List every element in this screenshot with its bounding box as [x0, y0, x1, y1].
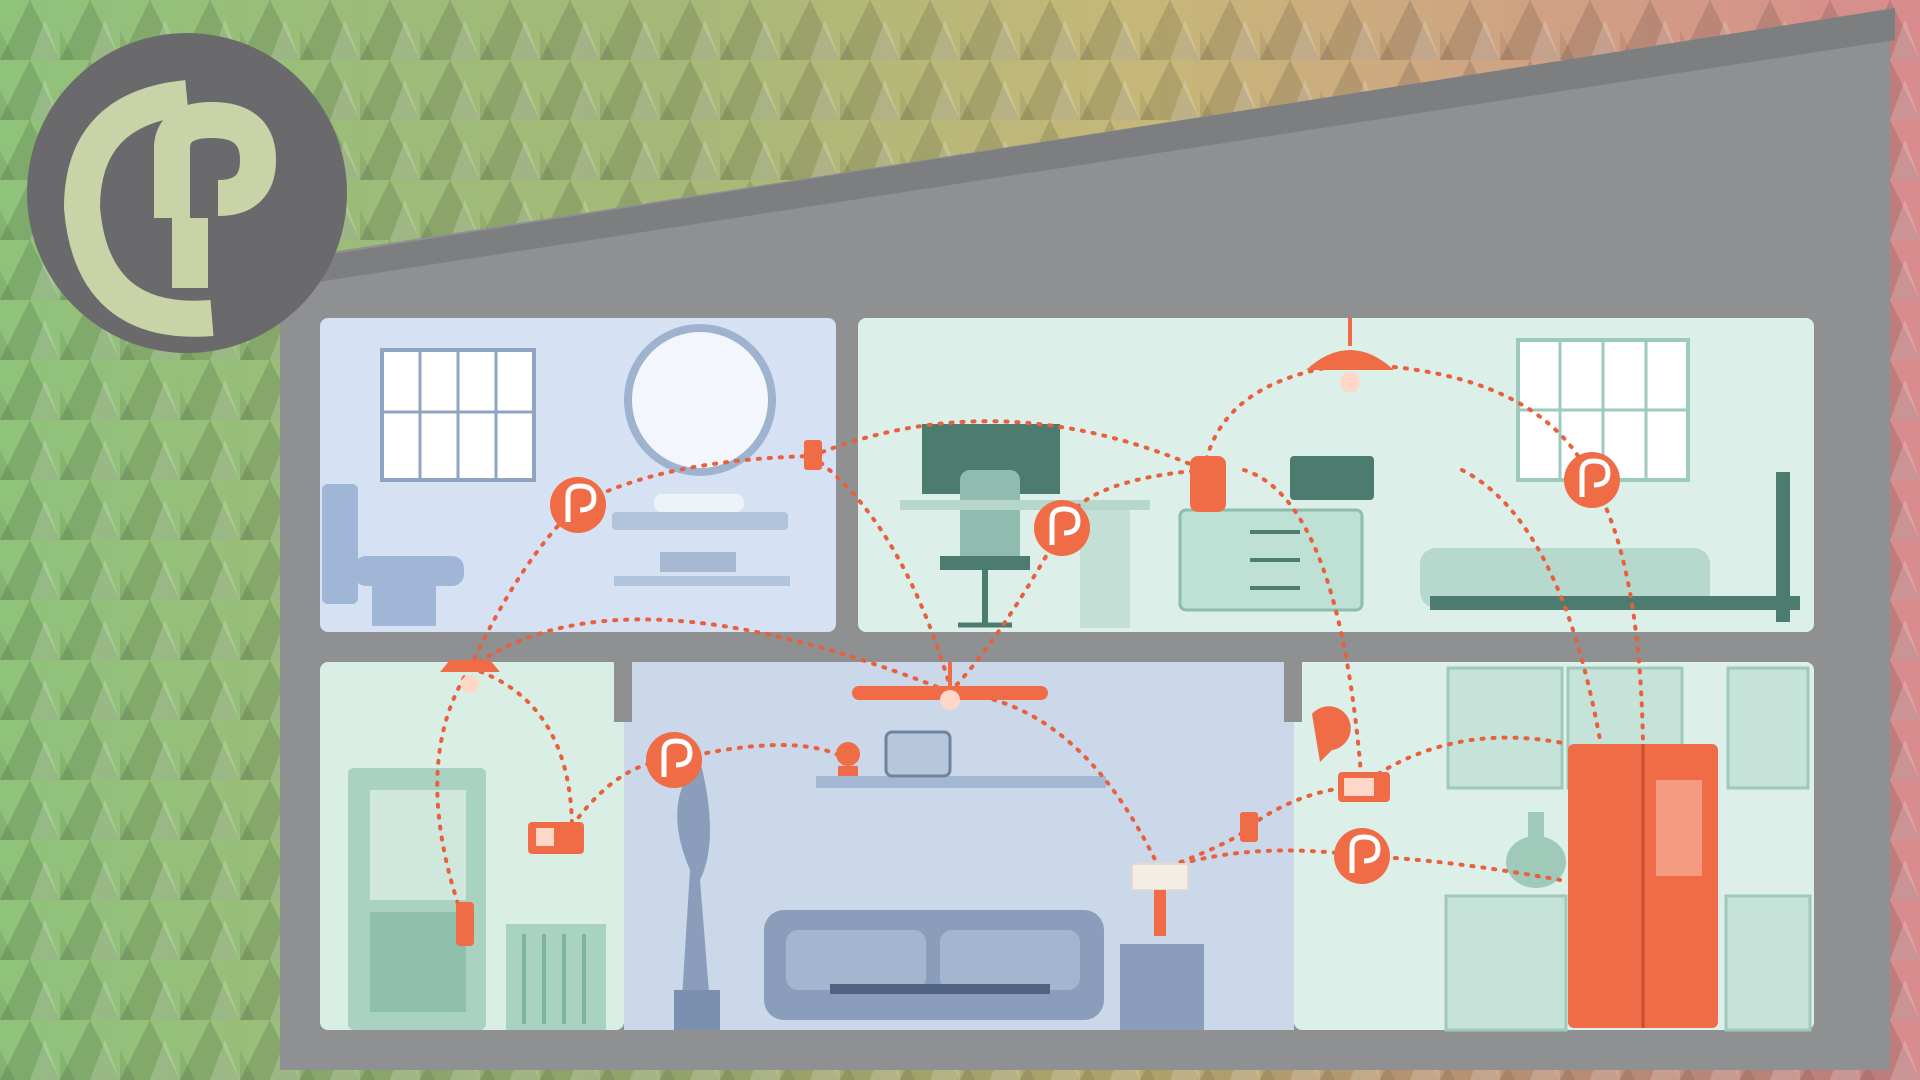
- brand-logo-icon: [27, 33, 347, 353]
- ceiling-lamp-icon: [440, 660, 500, 693]
- smart-speaker-icon: [1190, 456, 1226, 512]
- ceiling-fan-icon: [852, 662, 1048, 710]
- network-node-icon: [646, 732, 702, 788]
- plant: [674, 760, 720, 1030]
- refrigerator-icon: [1568, 744, 1718, 1028]
- kitchen-cabinets: [1444, 666, 1812, 1032]
- side-table: [1120, 944, 1204, 1030]
- table-lamp-icon: [1131, 863, 1189, 936]
- bathroom-window: [380, 348, 536, 482]
- network-node-icon: [1564, 452, 1620, 508]
- network-node-icon: [1334, 828, 1390, 884]
- toilet: [322, 484, 464, 626]
- wall-pillar: [614, 662, 632, 722]
- microwave-icon: [1338, 772, 1390, 802]
- bathroom-sink: [612, 494, 790, 586]
- smart-lock-icon: [456, 902, 474, 946]
- sofa: [764, 910, 1104, 1020]
- voice-assistant-icon: [1312, 706, 1351, 762]
- bed: [1420, 472, 1800, 622]
- thermostat-panel-icon: [528, 822, 584, 854]
- light-switch-icon: [804, 440, 822, 470]
- network-node-icon: [1034, 500, 1090, 556]
- desk-monitor: [900, 424, 1150, 628]
- light-switch-icon: [1240, 812, 1258, 842]
- wall-pillar: [1284, 662, 1302, 722]
- printer-icon: [1290, 456, 1374, 500]
- front-door: [348, 768, 486, 1030]
- radiator: [506, 924, 606, 1030]
- network-node-icon: [550, 477, 606, 533]
- bathroom-mirror: [624, 324, 776, 476]
- dresser: [1178, 508, 1364, 612]
- ceiling-lamp-icon: [1306, 318, 1394, 392]
- shelf: [816, 730, 1106, 788]
- house-roof-edge: [200, 8, 1895, 300]
- camera-icon: [836, 742, 860, 776]
- vase: [1506, 812, 1566, 888]
